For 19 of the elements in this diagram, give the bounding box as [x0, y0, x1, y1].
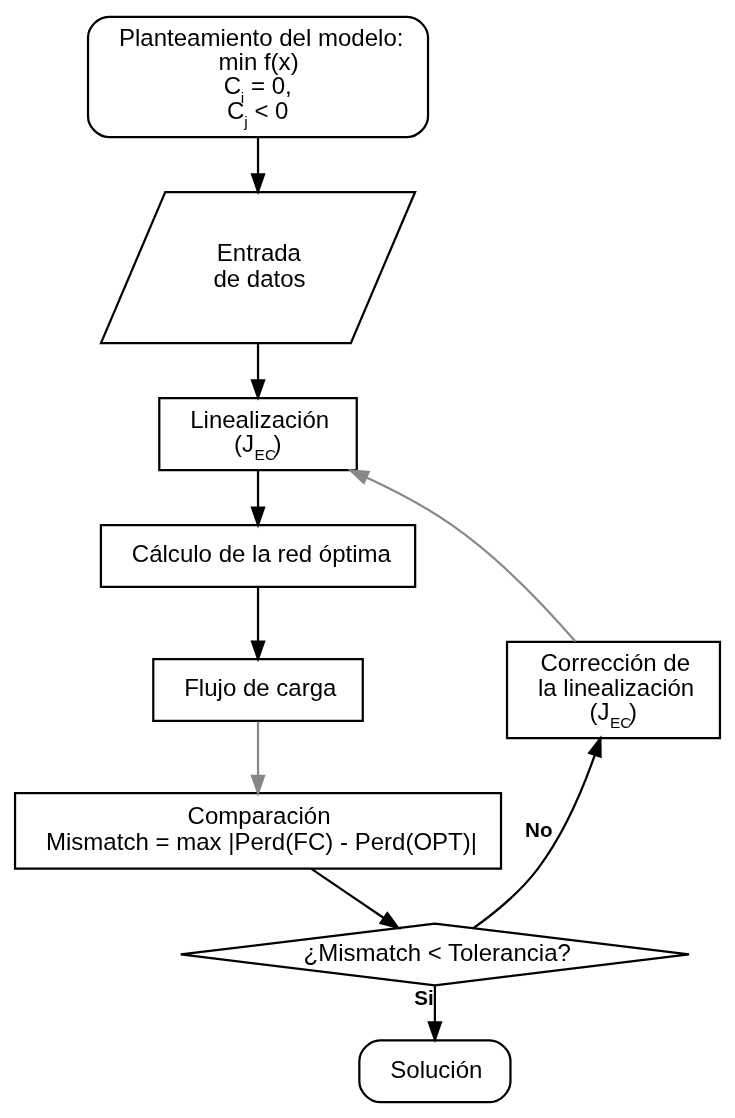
- node-box: Planteamiento del modelo: min f(x) C$_{i}$ = 0, C$_{j}$ < 0: [86, 15, 430, 138]
- node-box: Flujo de carga: [152, 657, 364, 722]
- node-box: Corrección de la linealización (J$_{EC}$): [505, 640, 722, 739]
- edge-label: Si: [414, 985, 434, 1009]
- arrow: [250, 586, 266, 662]
- node-diamond: ¿Mismatch < Tolerancia?: [179, 921, 691, 986]
- node-box: Cálculo de la red óptima: [99, 523, 417, 588]
- arrow: [347, 468, 577, 642]
- node-box: Comparación Mismatch = max |Perd(FC) - Perd(OPT)|: [13, 791, 503, 870]
- arrow: [250, 136, 266, 195]
- edge-label: No: [525, 817, 553, 841]
- arrow: [250, 470, 266, 528]
- arrow: [250, 721, 266, 796]
- arrow: [310, 867, 401, 930]
- node-box: Linealización (J$_{EC}$): [158, 396, 358, 471]
- node-box: Solución: [358, 1038, 512, 1103]
- arrow: [427, 985, 443, 1043]
- arrow: [250, 342, 266, 401]
- arrow: [472, 734, 602, 929]
